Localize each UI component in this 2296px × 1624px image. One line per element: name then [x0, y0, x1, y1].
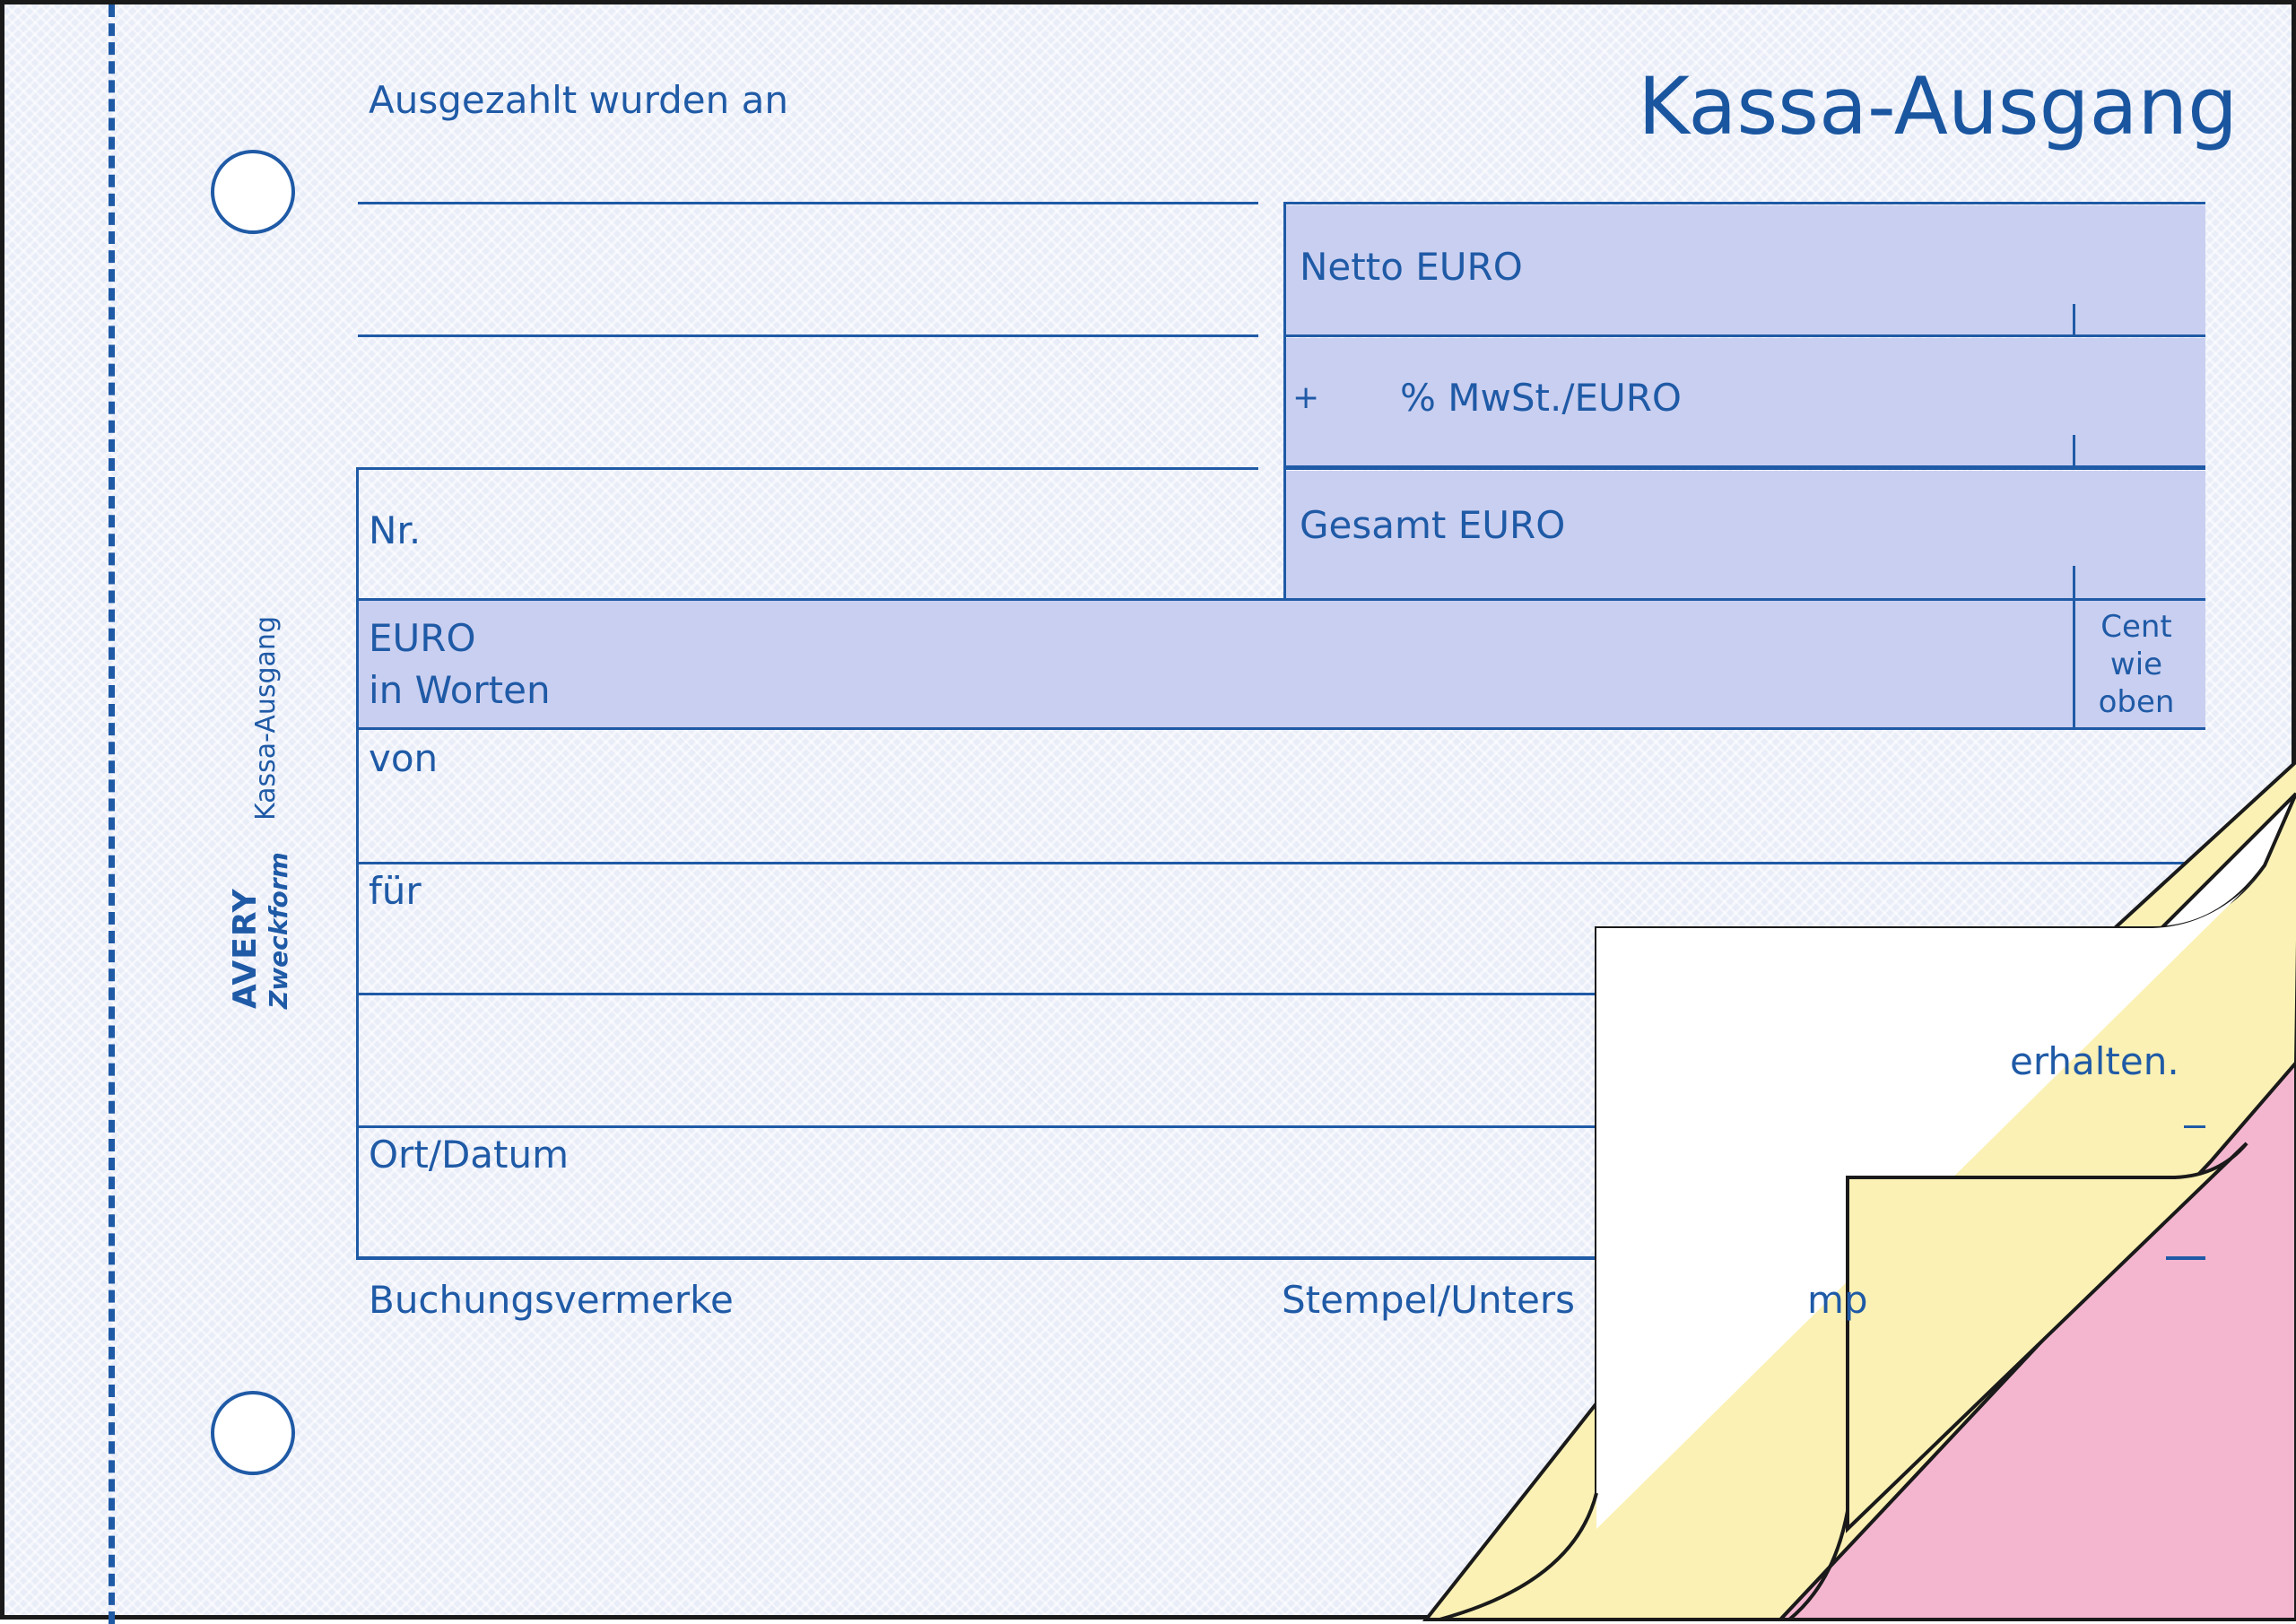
cent-label-2: wie	[2109, 647, 2163, 682]
perforation-line	[109, 4, 115, 1624]
netto-top-rule	[1283, 202, 2205, 204]
paid-to-label: Ausgezahlt wurden an	[369, 78, 788, 122]
cent-label-3: oben	[2098, 684, 2175, 720]
form-title: Kassa-Ausgang	[1638, 60, 2238, 152]
amount-box-left-border	[1283, 204, 1286, 600]
cent-divider	[2073, 601, 2075, 728]
payee-line-2[interactable]	[358, 334, 1258, 337]
total-label: Gesamt EURO	[1300, 503, 1566, 547]
booking-notes-label: Buchungsvermerke	[369, 1278, 734, 1322]
vat-label: % MwSt./EURO	[1400, 376, 1682, 420]
punch-hole-top	[211, 150, 295, 234]
netto-box[interactable]	[1285, 205, 2205, 334]
vat-plus-sign: +	[1292, 379, 1320, 416]
number-label: Nr.	[369, 508, 422, 552]
from-label: von	[369, 736, 439, 780]
netto-cent-tick	[2073, 304, 2075, 334]
carbon-copy-curl	[1422, 759, 2296, 1621]
amount-in-words-field[interactable]	[359, 601, 2205, 728]
place-date-label: Ort/Datum	[369, 1133, 570, 1177]
netto-bottom-rule	[1283, 334, 2205, 337]
total-cent-tick	[2073, 566, 2075, 600]
total-box[interactable]	[1285, 471, 2205, 600]
bottom-right-rule	[2166, 1256, 2205, 1260]
vat-bottom-rule	[1283, 465, 2205, 470]
yellow-curl-edge	[1787, 1510, 1849, 1621]
netto-label: Netto EURO	[1300, 245, 1523, 289]
punch-hole-bottom	[211, 1391, 295, 1475]
number-box-bottom-rule	[356, 598, 2205, 601]
for-label: für	[369, 869, 422, 913]
stamp-signature-label: Stempel/Unters	[1282, 1278, 1576, 1322]
cent-label-1: Cent	[2100, 609, 2172, 645]
received-rule	[2184, 1125, 2205, 1128]
payee-line-3[interactable]	[358, 467, 1258, 470]
words-bottom-rule	[356, 727, 2205, 730]
white-curl-edge	[1439, 1492, 1598, 1621]
payee-line-1[interactable]	[358, 202, 1258, 204]
for-field-rule[interactable]	[356, 993, 2205, 995]
euro-words-label-2: in Worten	[369, 668, 551, 712]
extra-field-rule[interactable]	[356, 1125, 2205, 1128]
form-bottom-rule	[356, 1256, 2205, 1260]
euro-words-label-1: EURO	[369, 616, 476, 660]
received-label: erhalten.	[2010, 1039, 2179, 1083]
vat-cent-tick	[2073, 435, 2075, 465]
stamp-label-fragment: mp	[1807, 1278, 1868, 1322]
yellow-folded-corner	[1846, 1142, 2248, 1533]
from-field-rule[interactable]	[356, 862, 2205, 864]
vat-box[interactable]	[1285, 338, 2205, 467]
